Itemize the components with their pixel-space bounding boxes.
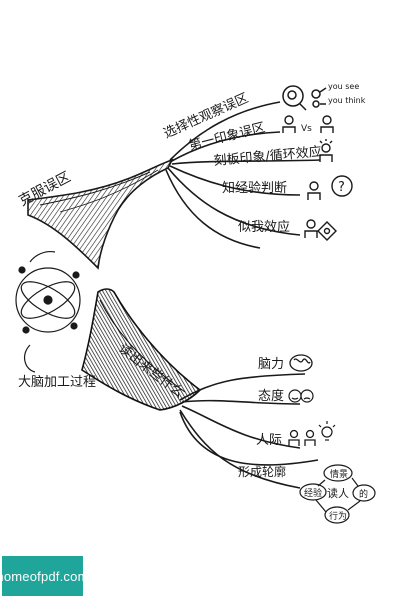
watermark-badge: homeofpdf.com (0, 556, 88, 596)
branch-label-stereotype: 刻板印象/循环效应 (213, 144, 322, 169)
cycle-node-4: 经验 (304, 487, 322, 499)
upper-branches (165, 101, 321, 249)
branch-label-similar: 似我效应 (238, 219, 290, 235)
lower-main-label: 大脑加工过程 (18, 375, 96, 390)
face-icons (288, 389, 314, 403)
cycle-diagram (299, 464, 376, 524)
you-see-label: you see (328, 82, 359, 91)
person-icon (319, 139, 333, 162)
question-bubble-icon: ? (307, 175, 353, 200)
person-diamond-icon (304, 219, 337, 241)
branch-label-outline: 形成轮廓 (238, 464, 286, 479)
lower-branches (179, 373, 319, 489)
cycle-node-1: 情景 (330, 468, 348, 480)
vs-label: Vs (301, 124, 312, 134)
person-vs-person-icon (282, 115, 334, 133)
upper-horn (27, 158, 174, 270)
brain-network-sketch (15, 250, 81, 373)
branch-label-experience: 知经验判断 (222, 180, 287, 196)
lightbulb-icon (318, 421, 336, 441)
you-think-label: you think (328, 96, 366, 105)
brain-icon (289, 354, 313, 372)
branch-label-brainpower: 脑力 (258, 357, 284, 372)
cycle-node-3: 行为 (329, 510, 347, 522)
magnifier-icon (282, 85, 327, 111)
watermark-text: homeofpdf.com (0, 568, 89, 584)
svg-text:?: ? (338, 180, 345, 195)
branch-label-attitude: 态度 (258, 388, 284, 404)
lower-funnel (81, 288, 202, 411)
branch-label-interpersonal: 人际 (256, 433, 282, 448)
cycle-center: 读人 (327, 486, 349, 500)
people-icon (288, 429, 316, 446)
cycle-node-2: 的 (359, 488, 368, 500)
